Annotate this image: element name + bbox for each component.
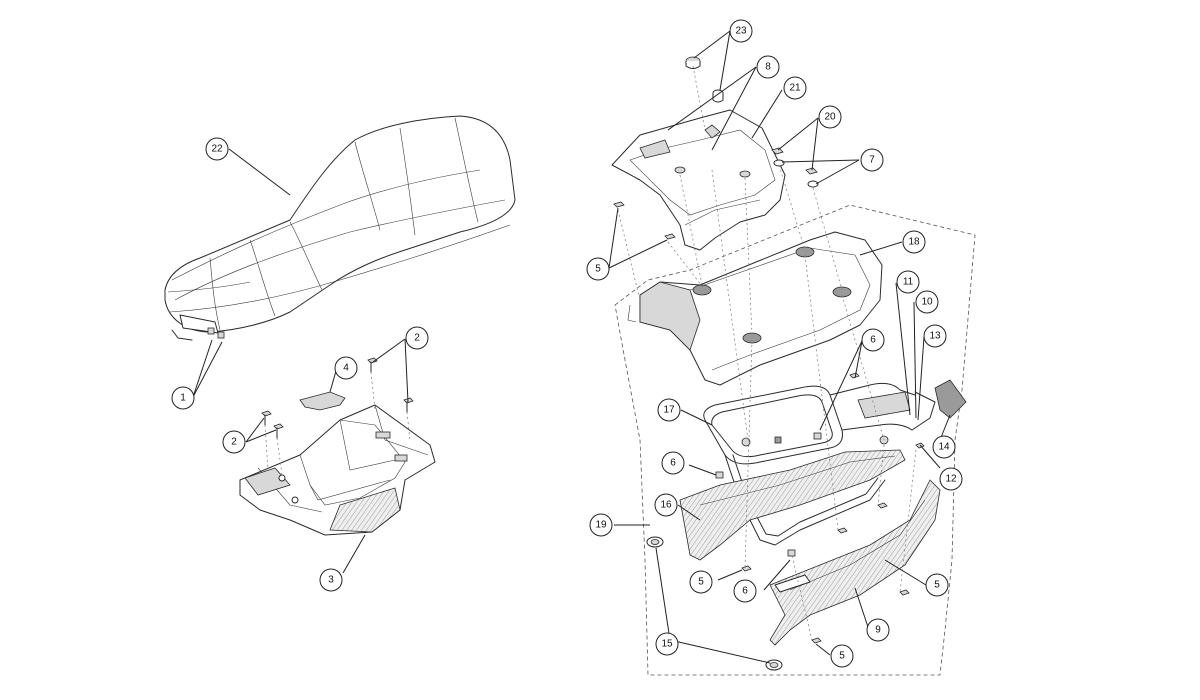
callout-6: 6: [661, 451, 685, 475]
callout-5: 5: [925, 573, 949, 597]
callout-23: 23: [729, 19, 753, 43]
svg-text:19: 19: [595, 520, 607, 531]
svg-text:14: 14: [938, 442, 950, 453]
svg-text:16: 16: [660, 500, 672, 511]
svg-text:7: 7: [869, 155, 875, 166]
svg-text:6: 6: [870, 335, 876, 346]
callout-3: 3: [319, 568, 343, 592]
nut-icon: [771, 147, 819, 188]
callout-18: 18: [902, 230, 926, 254]
clip-icon: [613, 201, 925, 644]
grab-rail-cover-icon: [611, 109, 786, 251]
callout-7: 7: [860, 148, 884, 172]
callout-5: 5: [586, 257, 610, 281]
callout-20: 20: [818, 105, 842, 129]
storage-tray-icon: [239, 404, 436, 536]
svg-text:1: 1: [180, 393, 186, 404]
callout-1: 1: [171, 386, 195, 410]
svg-text:5: 5: [595, 264, 601, 275]
plate-icon: [299, 391, 346, 411]
callout-4: 4: [334, 356, 358, 380]
bolt-icon: [261, 357, 414, 439]
svg-text:23: 23: [735, 26, 747, 37]
svg-text:11: 11: [903, 277, 914, 288]
alignment-lines: [264, 65, 917, 641]
svg-text:17: 17: [663, 405, 675, 416]
callout-6: 6: [733, 579, 757, 603]
svg-text:18: 18: [908, 237, 920, 248]
callout-6: 6: [861, 328, 885, 352]
callout-10: 10: [915, 290, 939, 314]
svg-text:2: 2: [414, 333, 420, 344]
leader-lines: [192, 30, 951, 664]
callout-2: 2: [222, 430, 246, 454]
callout-2: 2: [405, 326, 429, 350]
callout-5: 5: [689, 570, 713, 594]
svg-text:2: 2: [231, 437, 237, 448]
svg-text:4: 4: [343, 363, 349, 374]
bracket-icon: [934, 379, 967, 419]
callout-14: 14: [932, 435, 956, 459]
callout-15: 15: [655, 632, 679, 656]
callout-8: 8: [756, 55, 780, 79]
side-cover-icon: [765, 479, 941, 671]
svg-text:13: 13: [929, 331, 941, 342]
svg-text:21: 21: [789, 83, 801, 94]
svg-text:20: 20: [824, 112, 836, 123]
svg-text:9: 9: [875, 625, 881, 636]
callout-22: 22: [205, 137, 229, 161]
svg-text:6: 6: [742, 586, 748, 597]
callout-9: 9: [866, 618, 890, 642]
callout-5: 5: [830, 644, 854, 668]
svg-text:12: 12: [945, 474, 957, 485]
callout-12: 12: [939, 467, 963, 491]
svg-text:3: 3: [328, 575, 334, 586]
svg-text:15: 15: [661, 639, 673, 650]
svg-text:5: 5: [698, 577, 704, 588]
side-cover-icon: [646, 449, 906, 561]
callout-19: 19: [589, 513, 613, 537]
tail-cover-icon: [627, 231, 883, 386]
callout-17: 17: [657, 398, 681, 422]
svg-text:8: 8: [765, 62, 771, 73]
svg-text:6: 6: [670, 458, 676, 469]
svg-text:5: 5: [839, 651, 845, 662]
assembly-outline: [614, 204, 976, 676]
svg-text:5: 5: [934, 580, 940, 591]
seat-icon: [164, 115, 516, 341]
svg-text:10: 10: [921, 297, 933, 308]
callout-16: 16: [654, 493, 678, 517]
callout-13: 13: [923, 324, 947, 348]
callout-21: 21: [783, 76, 807, 100]
svg-text:22: 22: [211, 144, 223, 155]
callout-11: 11: [896, 270, 920, 294]
